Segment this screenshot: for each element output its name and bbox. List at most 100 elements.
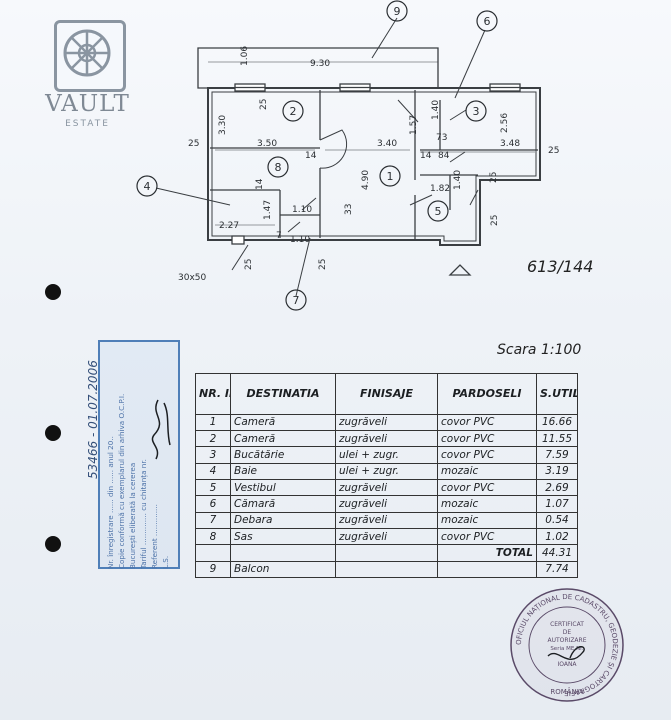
floor-plan: 9 6 4 8 7 5 1 2 3 9.30 1.06 3.50 3.30 3.…: [136, 0, 559, 311]
window-size-label: 30x50: [178, 273, 207, 283]
callout-9: 9: [394, 5, 401, 18]
table-row: 2 Cameră zugrăveli covor PVC 11.55: [195, 430, 578, 448]
total-value: 44.31: [536, 544, 578, 562]
dim-33: 33: [344, 204, 354, 215]
seal-center-line: CERTIFICAT: [550, 621, 584, 628]
cell-destinatia: Debara: [230, 511, 336, 529]
cell-nr: 3: [195, 446, 231, 464]
callout-2: 2: [290, 105, 297, 118]
cell-pardoseli: covor PVC: [437, 430, 537, 448]
dim-room1-height: 4.90: [361, 170, 371, 190]
cell-empty: [230, 544, 336, 562]
table-row: 1 Cameră zugrăveli covor PVC 16.66: [195, 413, 578, 432]
header-destinatia: DESTINATIA: [230, 373, 336, 415]
dim-110a: 1.10: [292, 205, 312, 215]
cell-nr: 7: [195, 511, 231, 529]
cell-finisaje: zugrăveli: [335, 527, 438, 546]
cell-empty: [335, 544, 438, 562]
punch-hole-top: [45, 284, 61, 300]
stamp-handwritten-text: 53466 - 01.07.2006: [86, 360, 100, 479]
dim-227: 2.27: [219, 221, 239, 231]
dim-room3-height: 2.56: [500, 113, 510, 133]
callout-8: 8: [275, 161, 282, 174]
registration-stamp: Nr. înregistrare ...... din ...... anul …: [98, 340, 180, 569]
cell-destinatia: Balcon: [230, 560, 336, 579]
cell-pardoseli: mozaic: [437, 495, 537, 513]
dim-25a: 25: [259, 99, 269, 110]
dim-157: 1.57: [409, 115, 419, 135]
callout-6: 6: [484, 15, 491, 28]
vault-wheel-icon: [63, 29, 111, 77]
cell-pardoseli: covor PVC: [437, 479, 537, 497]
cell-destinatia: Vestibul: [230, 479, 336, 497]
seal-center-line: AUTORIZARE: [548, 637, 587, 644]
vault-estate-logo: VAULT ESTATE: [35, 18, 140, 148]
dim-top-length: 9.30: [310, 59, 330, 69]
table-row: 5 Vestibul zugrăveli covor PVC 2.69: [195, 479, 578, 497]
dim-room1-width: 3.40: [377, 139, 397, 149]
header-pardoseli: PARDOSELI: [437, 373, 537, 415]
cell-finisaje: zugrăveli: [335, 430, 438, 448]
punch-hole-middle: [45, 425, 61, 441]
cell-s-utila: 1.02: [536, 527, 578, 546]
dim-7: 7: [276, 231, 282, 241]
punch-hole-bottom: [45, 536, 61, 552]
seal-country: ROMÂNIA: [550, 687, 584, 696]
logo-emblem: [54, 20, 126, 92]
stamp-handwritten-note: 53466 - 01.07.2006: [80, 333, 102, 483]
cell-empty: [195, 544, 231, 562]
callout-7: 7: [293, 294, 300, 307]
cell-pardoseli: mozaic: [437, 462, 537, 481]
dim-14a: 14: [305, 151, 317, 161]
dim-140: 1.40: [431, 100, 441, 120]
cell-nr: 6: [195, 495, 231, 513]
cell-s-utila: 1.07: [536, 495, 578, 513]
dim-25c: 25: [548, 146, 559, 156]
cell-finisaje: ulei + zugr.: [335, 446, 438, 464]
seal-center-line: IOANA: [557, 661, 577, 668]
dim-140b: 1.40: [453, 170, 463, 190]
cell-s-utila: 0.54: [536, 511, 578, 529]
cell-nr: 4: [195, 462, 231, 481]
cell-finisaje: zugrăveli: [335, 479, 438, 497]
table-row: 3 Bucătărie ulei + zugr. covor PVC 7.59: [195, 446, 578, 464]
callout-4: 4: [144, 180, 151, 193]
cell-finisaje: zugrăveli: [335, 495, 438, 513]
cell-s-utila: 16.66: [536, 413, 578, 432]
plan-reference-number: 613/144: [527, 257, 594, 276]
cell-finisaje: zugrăveli: [335, 511, 438, 529]
dim-25d: 25: [244, 259, 254, 270]
cell-nr: 9: [195, 560, 231, 579]
cell-finisaje: [335, 560, 438, 579]
dim-110b: 1.10: [290, 235, 310, 245]
dim-room2-width: 3.50: [257, 139, 277, 149]
cell-destinatia: Bucătărie: [230, 446, 336, 464]
cell-destinatia: Cameră: [230, 413, 336, 432]
logo-subtitle: ESTATE: [65, 119, 110, 129]
cell-s-utila: 7.74: [536, 560, 578, 579]
cell-nr: 2: [195, 430, 231, 448]
dim-top-width: 1.06: [240, 46, 250, 66]
dim-147: 1.47: [263, 200, 273, 220]
table-header-row: NR. INC. DESTINATIA FINISAJE PARDOSELI S…: [195, 373, 578, 415]
table-row: 6 Cămară zugrăveli mozaic 1.07: [195, 495, 578, 513]
table-row: 7 Debara zugrăveli mozaic 0.54: [195, 511, 578, 529]
surfaces-table: NR. INC. DESTINATIA FINISAJE PARDOSELI S…: [195, 373, 578, 579]
total-label: TOTAL: [437, 544, 537, 562]
cell-pardoseli: [437, 560, 537, 579]
header-s-utila: S.UTILA: [536, 373, 578, 415]
table-total-row: TOTAL 44.31: [195, 544, 578, 562]
callout-3: 3: [473, 105, 480, 118]
scale-label: Scara 1:100: [497, 342, 582, 358]
cell-pardoseli: covor PVC: [437, 527, 537, 546]
cell-finisaje: zugrăveli: [335, 413, 438, 432]
cell-finisaje: ulei + zugr.: [335, 462, 438, 481]
cell-destinatia: Cameră: [230, 430, 336, 448]
header-nr: NR. INC.: [195, 373, 231, 415]
dim-14c: 14: [255, 178, 265, 190]
dim-25b: 25: [188, 139, 199, 149]
dim-25g: 25: [490, 215, 500, 226]
callout-1: 1: [387, 170, 394, 183]
official-seal: OFICIUL NAȚIONAL DE CADASTRU, GEODEZIE Ș…: [510, 588, 624, 702]
